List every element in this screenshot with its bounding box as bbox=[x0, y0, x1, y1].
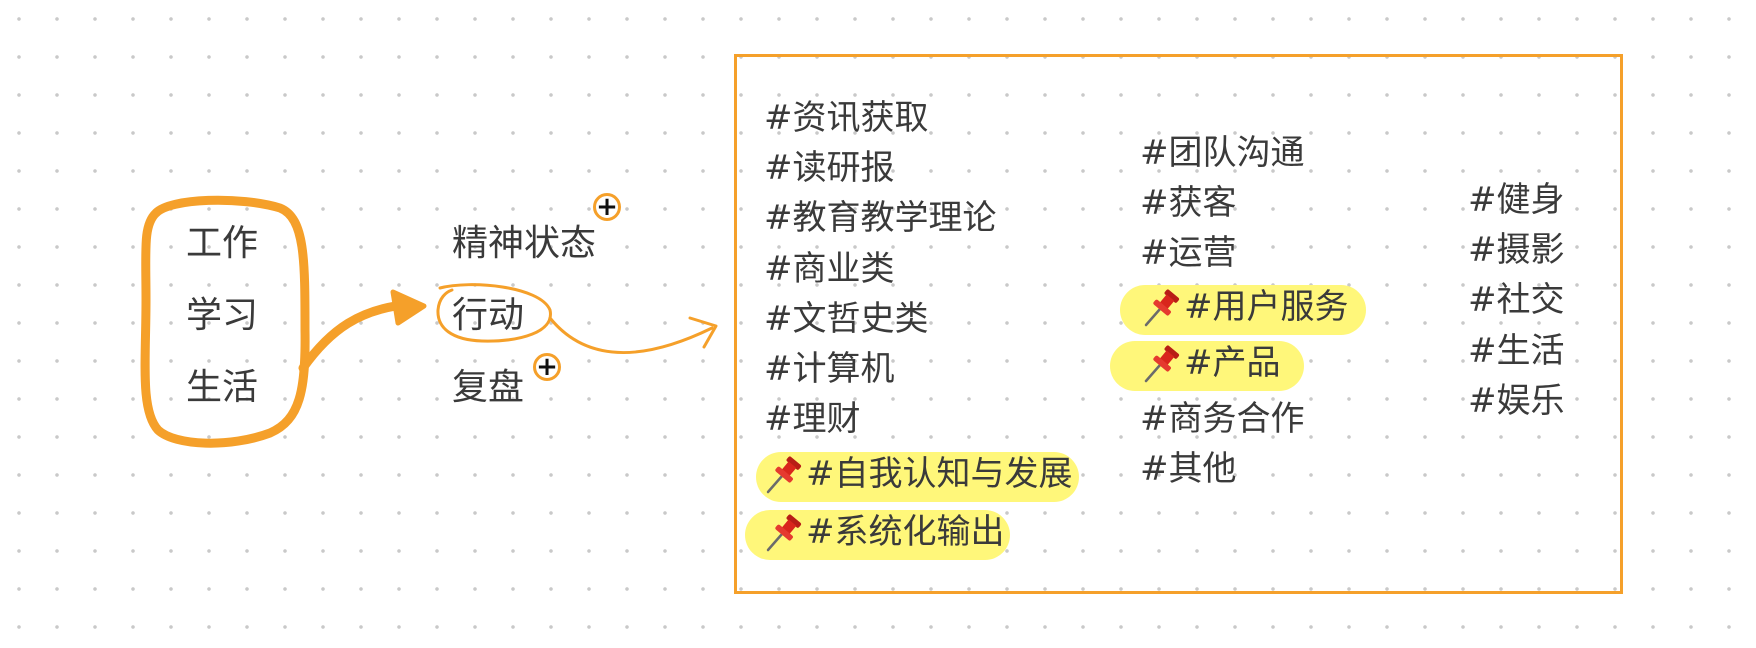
pushpin-icon bbox=[1144, 289, 1180, 327]
tag-social[interactable]: #社交 bbox=[1468, 280, 1565, 320]
tag-product[interactable]: #产品 bbox=[1184, 343, 1281, 383]
pushpin-icon bbox=[1144, 345, 1180, 383]
tag-entertainment[interactable]: #娱乐 bbox=[1468, 381, 1565, 421]
action-item-action[interactable]: 行动 bbox=[452, 295, 525, 336]
pushpin-icon bbox=[766, 456, 802, 494]
tag-customer-acquisition[interactable]: #获客 bbox=[1140, 183, 1237, 223]
action-to-tags-stroke bbox=[548, 316, 714, 355]
tag-self-awareness[interactable]: #自我认知与发展 bbox=[806, 454, 1073, 494]
tag-education-theory[interactable]: #教育教学理论 bbox=[764, 198, 997, 238]
tag-systematic-output[interactable]: #系统化输出 bbox=[806, 512, 1005, 552]
plus-icon: + bbox=[536, 352, 558, 382]
category-item-life[interactable]: 生活 bbox=[186, 367, 259, 408]
expand-review-button[interactable]: + bbox=[533, 353, 561, 381]
category-item-work[interactable]: 工作 bbox=[186, 223, 259, 264]
tag-research-reports[interactable]: #读研报 bbox=[764, 148, 895, 188]
expand-mental-state-button[interactable]: + bbox=[593, 193, 621, 221]
pushpin-icon bbox=[766, 514, 802, 552]
tag-operations[interactable]: #运营 bbox=[1140, 233, 1237, 273]
tag-team-communication[interactable]: #团队沟通 bbox=[1140, 133, 1305, 173]
tag-business-cooperation[interactable]: #商务合作 bbox=[1140, 399, 1305, 439]
tag-photography[interactable]: #摄影 bbox=[1468, 230, 1565, 270]
tag-computer[interactable]: #计算机 bbox=[764, 349, 895, 389]
action-item-review[interactable]: 复盘 bbox=[452, 367, 525, 408]
tag-box bbox=[734, 54, 1623, 594]
tag-finance[interactable]: #理财 bbox=[764, 399, 861, 439]
action-circle-stroke bbox=[436, 283, 552, 343]
action-to-tags-arrowhead bbox=[688, 316, 718, 349]
tag-user-service[interactable]: #用户服务 bbox=[1184, 287, 1349, 327]
tag-highlight bbox=[1110, 341, 1304, 391]
tag-humanities[interactable]: #文哲史类 bbox=[764, 299, 929, 339]
tag-life[interactable]: #生活 bbox=[1468, 331, 1565, 371]
tag-info-gathering[interactable]: #资讯获取 bbox=[764, 98, 929, 138]
tag-other[interactable]: #其他 bbox=[1140, 449, 1237, 489]
category-arrow-head bbox=[390, 289, 427, 326]
plus-icon: + bbox=[596, 192, 618, 222]
tag-highlight bbox=[756, 452, 1079, 502]
action-item-mental-state[interactable]: 精神状态 bbox=[452, 223, 597, 264]
category-loop-stroke bbox=[140, 195, 310, 448]
tag-business[interactable]: #商业类 bbox=[764, 249, 895, 289]
tag-fitness[interactable]: #健身 bbox=[1468, 180, 1565, 220]
category-item-study[interactable]: 学习 bbox=[186, 295, 259, 336]
